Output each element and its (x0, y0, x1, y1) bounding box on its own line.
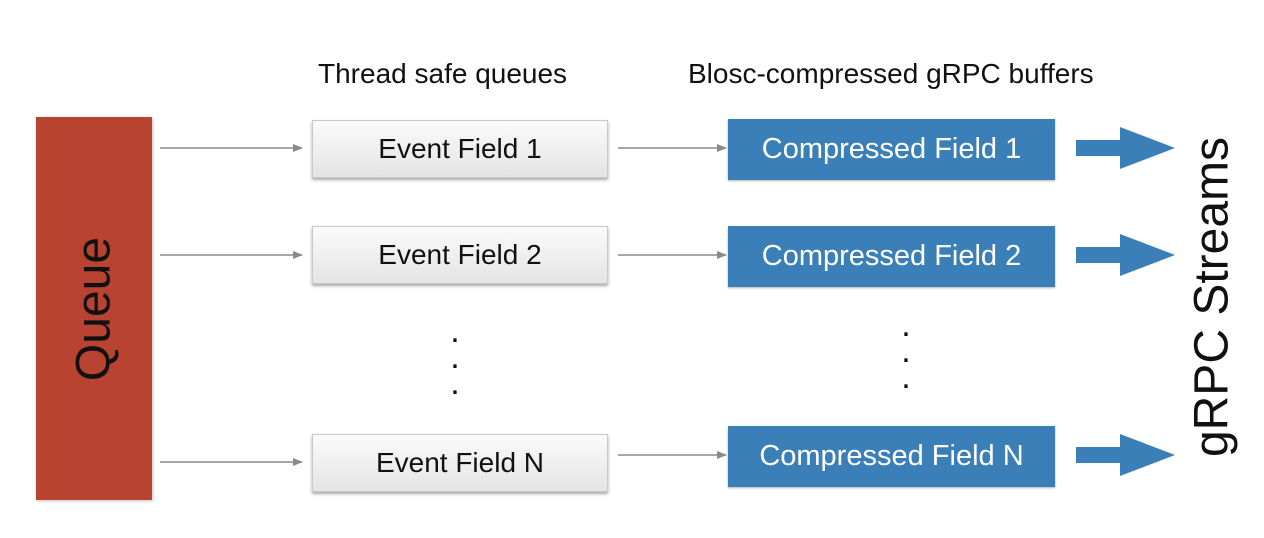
stream-arrow-n (1076, 434, 1175, 476)
compressed-field-2-box: Compressed Field 2 (728, 226, 1055, 287)
event-field-1-box: Event Field 1 (312, 120, 608, 178)
queue-block: Queue (36, 117, 152, 500)
compressed-field-n-box: Compressed Field N (728, 426, 1055, 487)
event-ellipsis: . . . (450, 312, 460, 402)
event-field-2-box: Event Field 2 (312, 226, 608, 284)
compressed-field-1-box: Compressed Field 1 (728, 119, 1055, 180)
event-field-n-box: Event Field N (312, 434, 608, 492)
stream-arrow-1 (1076, 127, 1175, 169)
compressed-buffers-header: Blosc-compressed gRPC buffers (688, 58, 1094, 89)
grpc-streams-label: gRPC Streams (1185, 136, 1239, 458)
thread-safe-queues-header: Thread safe queues (318, 58, 568, 89)
stream-arrow-2 (1076, 234, 1175, 276)
compressed-ellipsis: . . . (901, 306, 911, 396)
